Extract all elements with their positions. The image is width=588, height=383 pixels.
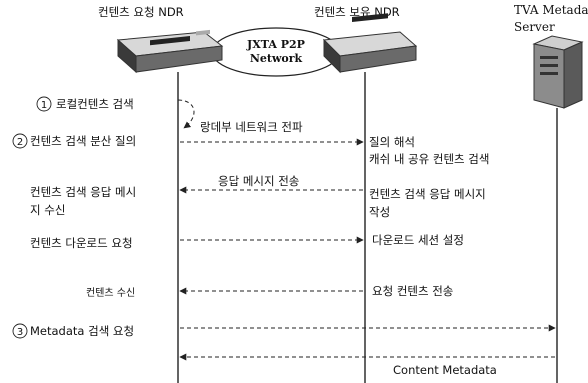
holder-query-note-line2: 캐쉬 내 공유 컨텐츠 검색 [369, 152, 489, 166]
step-3-label: Metadata 검색 요청 [30, 324, 134, 338]
holder-device-icon [322, 13, 418, 74]
response-label: 응답 메시지 전송 [218, 174, 299, 188]
step-2: 2 컨텐츠 검색 분산 질의 [12, 133, 136, 149]
requester-device-icon [116, 29, 224, 74]
holder-query-note-line1: 질의 해석 [369, 135, 415, 149]
content-metadata-label: Content Metadata [393, 363, 497, 377]
step-1-label: 로컬컨텐츠 검색 [56, 97, 134, 111]
requester-node-title: 컨텐츠 요청 NDR [98, 5, 184, 19]
propagation-label: 랑데부 네트워크 전파 [200, 120, 303, 134]
holder-response-note-line1: 컨텐츠 검색 응답 메시지 [369, 187, 486, 201]
step-download-label: 컨텐츠 다운로드 요청 [30, 236, 133, 250]
step-1-number: 1 [41, 100, 47, 111]
holder-transfer-note: 요청 컨텐츠 전송 [372, 284, 453, 298]
server-node-title-line1: TVA Metadata [514, 3, 588, 17]
step-2-number: 2 [17, 137, 23, 148]
step-3: 3 Metadata 검색 요청 [12, 323, 134, 339]
network-label-line1: JXTA P2P [246, 38, 305, 51]
network-label-line2: Network [250, 52, 303, 65]
holder-response-note-line2: 작성 [369, 205, 390, 219]
network-cloud: JXTA P2P Network [211, 27, 341, 77]
step-2-label: 컨텐츠 검색 분산 질의 [30, 134, 136, 148]
step-1: 1 로컬컨텐츠 검색 [36, 96, 134, 112]
holder-session-note: 다운로드 세션 설정 [372, 233, 464, 247]
server-tower-icon [532, 35, 584, 109]
server-node-title-line2: Server [514, 20, 555, 34]
step-3-number: 3 [17, 327, 23, 338]
step-receive-label: 컨텐츠 수신 [86, 287, 135, 299]
step-response-label-line2: 지 수신 [30, 203, 65, 217]
local-search-self-loop [177, 99, 195, 129]
step-response-label-line1: 컨텐츠 검색 응답 메시 [30, 185, 136, 199]
